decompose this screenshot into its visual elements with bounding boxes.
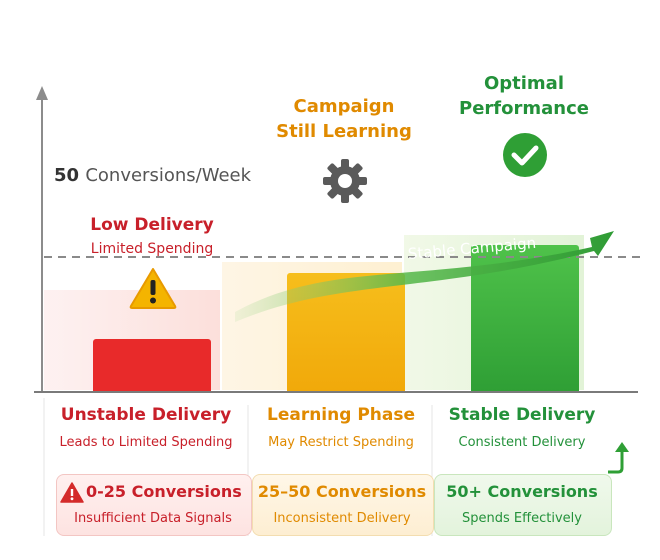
footer-subtitle: Leads to Limited Spending	[59, 435, 233, 450]
stage-title-line-2: Performance	[459, 98, 589, 119]
stage-subtitle: Limited Spending	[90, 241, 214, 257]
bar-low-delivery	[93, 339, 211, 391]
box-title: 0-25 Conversions	[86, 482, 242, 501]
stage-title: Low Delivery	[90, 215, 214, 235]
y-axis-arrowhead	[36, 86, 48, 100]
box-title: 25–50 Conversions	[257, 482, 427, 501]
footer-title: Learning Phase	[266, 405, 416, 425]
alert-icon	[60, 482, 84, 503]
up-arrow-icon	[608, 442, 629, 474]
conversion-box-optimal	[434, 474, 612, 536]
conversion-box-learning	[252, 474, 434, 536]
box-subtitle: Spends Effectively	[462, 511, 582, 526]
footer-title: Stable Delivery	[448, 405, 596, 425]
footer-subtitle: May Restrict Spending	[268, 435, 414, 450]
conversion-box-low	[56, 474, 252, 536]
threshold-unit: Conversions/Week	[85, 165, 252, 186]
box-subtitle: Insufficient Data Signals	[74, 511, 232, 526]
box-subtitle: Inconsistent Delivery	[273, 511, 411, 526]
check-circle-icon	[503, 133, 547, 177]
stage-title-line-1: Optimal	[483, 73, 565, 94]
threshold-value: 50	[54, 165, 80, 186]
trend-arrow	[235, 231, 614, 322]
threshold-label: 50 Conversions/Week	[54, 165, 251, 186]
stage-title-line-2: Still Learning	[276, 121, 412, 142]
footer-subtitle: Consistent Delivery	[458, 435, 586, 450]
stage-title-line-1: Campaign	[293, 96, 395, 117]
box-title: 50+ Conversions	[446, 482, 598, 501]
footer-title: Unstable Delivery	[60, 405, 232, 425]
warning-triangle-icon	[129, 268, 177, 309]
gear-icon	[323, 159, 367, 203]
